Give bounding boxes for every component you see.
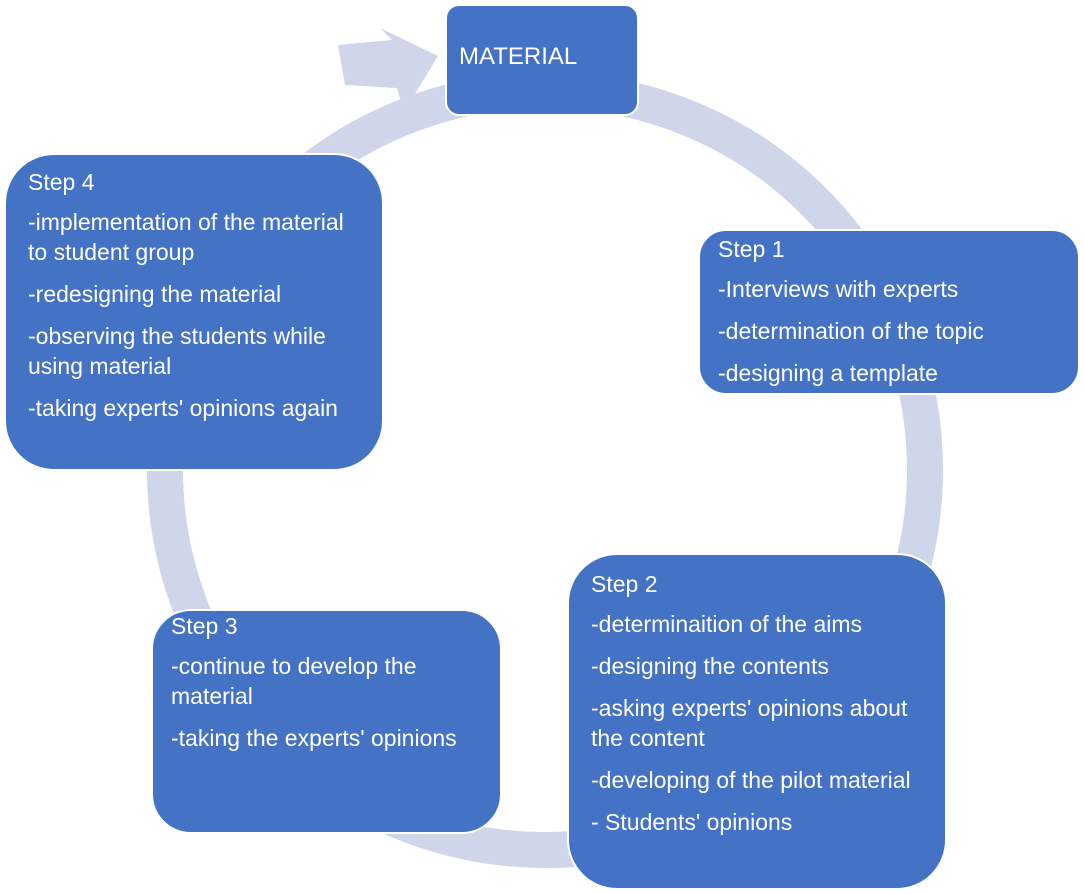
- step-2-node: Step 2 -determinaition of the aims -desi…: [567, 553, 947, 890]
- step-4-node: Step 4 -implementation of the material t…: [4, 153, 384, 471]
- step-1-item: -determination of the topic: [718, 318, 984, 344]
- step-4-item: -redesigning the material: [28, 281, 282, 307]
- cycle-arrowhead: [338, 28, 438, 112]
- step-4-title: Step 4: [28, 169, 95, 195]
- step-3-item: -taking the experts' opinions: [171, 725, 457, 751]
- step-2-item: - Students' opinions: [591, 809, 793, 835]
- material-label: MATERIAL: [459, 43, 578, 70]
- step-3-title: Step 3: [171, 613, 238, 639]
- step-4-item: -taking experts' opinions again: [28, 395, 338, 421]
- step-2-item: -designing the contents: [591, 653, 829, 679]
- step-1-title: Step 1: [718, 236, 785, 262]
- step-4-item: -observing the students while using mate…: [28, 323, 326, 379]
- step-2-item: -asking experts' opinions about the cont…: [591, 695, 908, 751]
- step-1-item: -designing a template: [718, 360, 938, 386]
- step-3-item: -continue to develop the material: [171, 653, 417, 709]
- step-2-item: -determinaition of the aims: [591, 611, 863, 637]
- step-3-node: Step 3 -continue to develop the material…: [151, 609, 502, 834]
- material-node: MATERIAL: [445, 4, 639, 116]
- step-2-title: Step 2: [591, 571, 658, 597]
- step-1-node: Step 1 -Interviews with experts -determi…: [698, 229, 1080, 395]
- step-2-item: -developing of the pilot material: [591, 767, 911, 793]
- step-1-item: -Interviews with experts: [718, 276, 959, 302]
- step-4-item: -implementation of the material to stude…: [28, 209, 344, 265]
